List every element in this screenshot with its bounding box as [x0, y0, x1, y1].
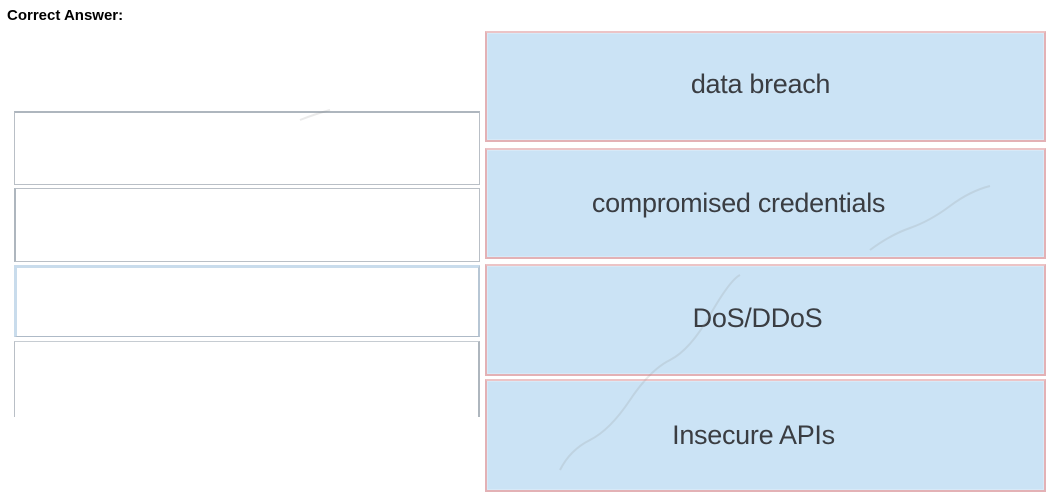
drop-target-3[interactable]	[14, 265, 480, 337]
correct-answer-heading: Correct Answer:	[7, 7, 124, 24]
answer-tile-label: Insecure APIs	[672, 420, 835, 450]
drop-target-1[interactable]	[14, 111, 480, 185]
answer-tile-dos-ddos[interactable]: DoS/DDoS	[485, 264, 1046, 376]
answer-tile-compromised-credentials[interactable]: compromised credentials	[485, 148, 1046, 259]
answer-tile-data-breach[interactable]: data breach	[485, 31, 1046, 142]
answer-tile-insecure-apis[interactable]: Insecure APIs	[485, 379, 1046, 492]
drop-target-4[interactable]	[14, 341, 480, 417]
drop-target-2[interactable]	[14, 188, 480, 262]
answer-tile-label: compromised credentials	[591, 188, 886, 218]
answer-tile-label: data breach	[690, 69, 831, 99]
answer-tile-label: DoS/DDoS	[692, 302, 823, 333]
